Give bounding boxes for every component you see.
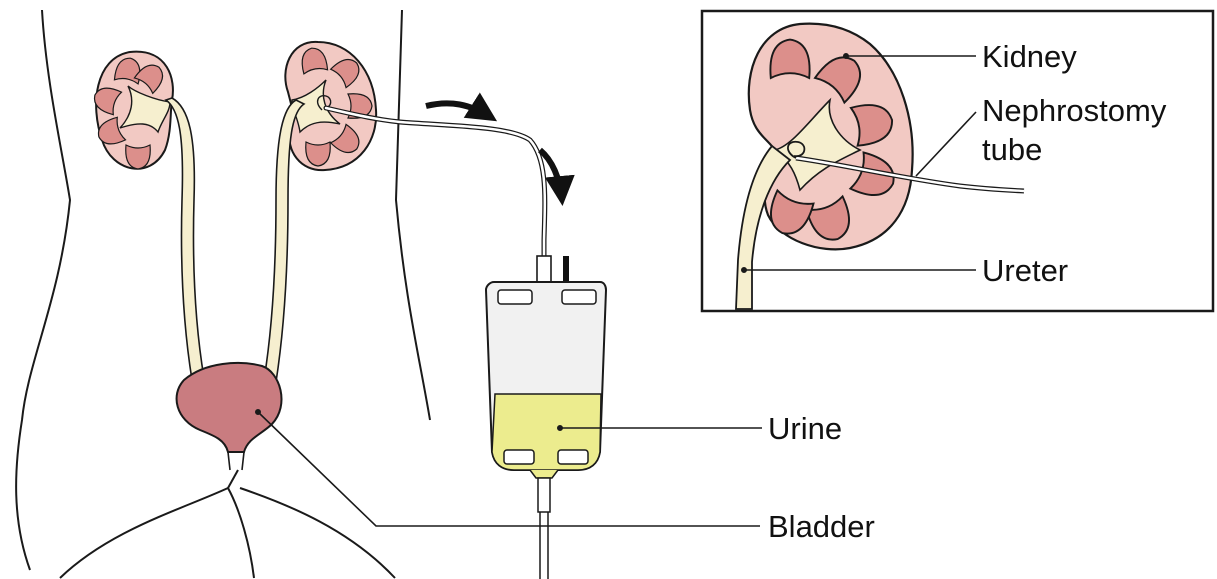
left-ureter [166, 98, 204, 380]
label-bladder: Bladder [768, 509, 875, 544]
label-nephrostomy-line2: tube [982, 132, 1042, 167]
drainage-bag [486, 282, 606, 579]
label-ureter: Ureter [982, 253, 1068, 288]
bladder [177, 363, 282, 452]
left-kidney [91, 52, 173, 169]
label-urine: Urine [768, 411, 842, 446]
label-kidney: Kidney [982, 39, 1077, 74]
label-nephrostomy-line1: Nephrostomy [982, 93, 1167, 128]
urethra [228, 452, 244, 470]
